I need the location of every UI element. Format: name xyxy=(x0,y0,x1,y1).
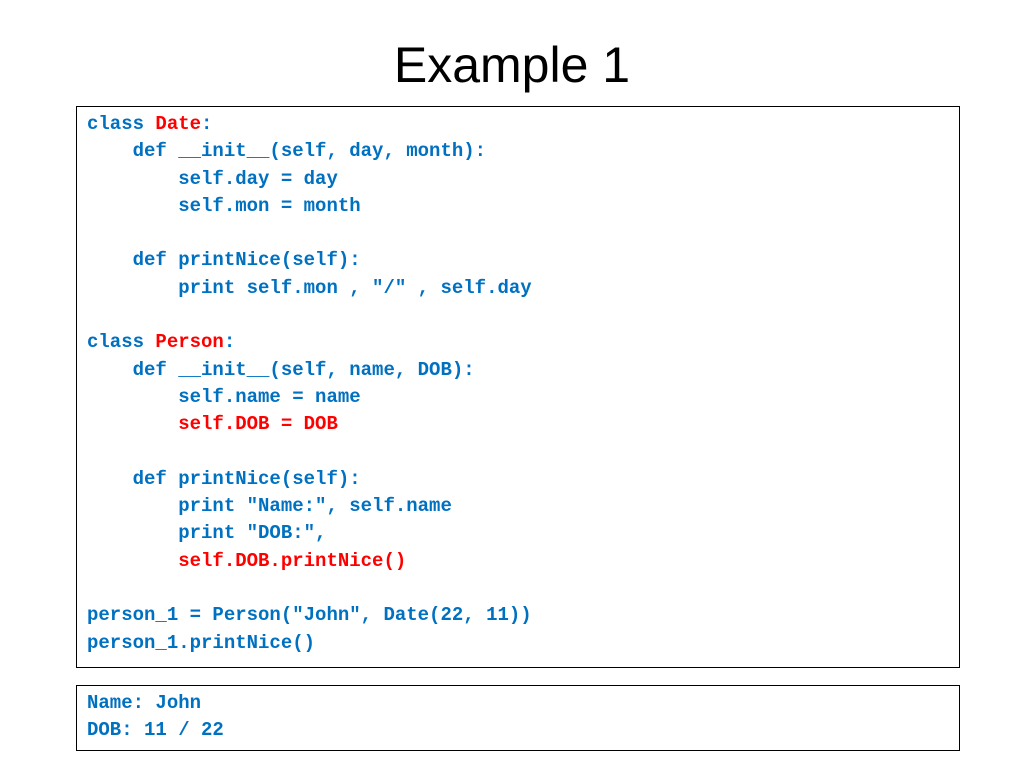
code-text: : xyxy=(201,113,213,135)
code-text: print "Name:", self.name xyxy=(87,495,452,518)
code-line: def printNice(self): xyxy=(87,247,949,274)
code-text: self.day = day xyxy=(87,167,338,190)
code-line: class Person: xyxy=(87,329,949,356)
code-line xyxy=(87,575,949,602)
output-line: DOB: 11 / 22 xyxy=(87,717,949,744)
highlighted-code: self.DOB.printNice() xyxy=(178,549,407,572)
code-line: class Date: xyxy=(87,111,949,138)
output-line: Name: John xyxy=(87,690,949,717)
code-line: self.mon = month xyxy=(87,193,949,220)
code-text: : xyxy=(223,331,236,354)
code-line xyxy=(87,220,949,247)
highlighted-code: Date xyxy=(155,113,202,135)
code-text: def printNice(self): xyxy=(87,467,361,490)
code-text: print "DOB:", xyxy=(87,522,327,545)
code-line: def printNice(self): xyxy=(87,466,949,493)
code-line: def __init__(self, day, month): xyxy=(87,138,949,165)
code-text: self.mon = month xyxy=(87,194,361,217)
code-line: print "DOB:", xyxy=(87,520,949,547)
code-text: def __init__(self, name, DOB): xyxy=(87,358,475,381)
code-line: person_1.printNice() xyxy=(87,630,949,657)
code-text: def printNice(self): xyxy=(87,249,361,272)
code-text: DOB: 11 / 22 xyxy=(87,719,224,742)
code-line xyxy=(87,302,949,329)
code-text: person_1 = Person("John", Date(22, 11)) xyxy=(87,604,532,627)
code-text: class xyxy=(87,331,156,354)
code-text: class xyxy=(87,113,156,135)
code-text xyxy=(87,413,178,435)
code-text: person_1.printNice() xyxy=(87,631,316,654)
code-text: print self.mon , "/" , self.day xyxy=(87,276,532,299)
highlighted-code: Person xyxy=(155,331,224,354)
code-line: print self.mon , "/" , self.day xyxy=(87,275,949,302)
code-line: self.DOB = DOB xyxy=(87,411,949,438)
code-line: def __init__(self, name, DOB): xyxy=(87,357,949,384)
code-line xyxy=(87,439,949,466)
code-line: person_1 = Person("John", Date(22, 11)) xyxy=(87,602,949,629)
slide-title: Example 1 xyxy=(393,37,631,93)
code-line: self.day = day xyxy=(87,166,949,193)
code-line: self.name = name xyxy=(87,384,949,411)
code-text: self.name = name xyxy=(87,385,361,408)
code-text: def __init__(self, day, month): xyxy=(87,140,487,163)
highlighted-code: self.DOB = DOB xyxy=(178,413,338,436)
code-text: Name: John xyxy=(87,692,202,714)
code-block: class Date: def __init__(self, day, mont… xyxy=(76,106,960,668)
code-line: self.DOB.printNice() xyxy=(87,548,949,575)
code-text xyxy=(87,550,178,572)
code-line: print "Name:", self.name xyxy=(87,493,949,520)
